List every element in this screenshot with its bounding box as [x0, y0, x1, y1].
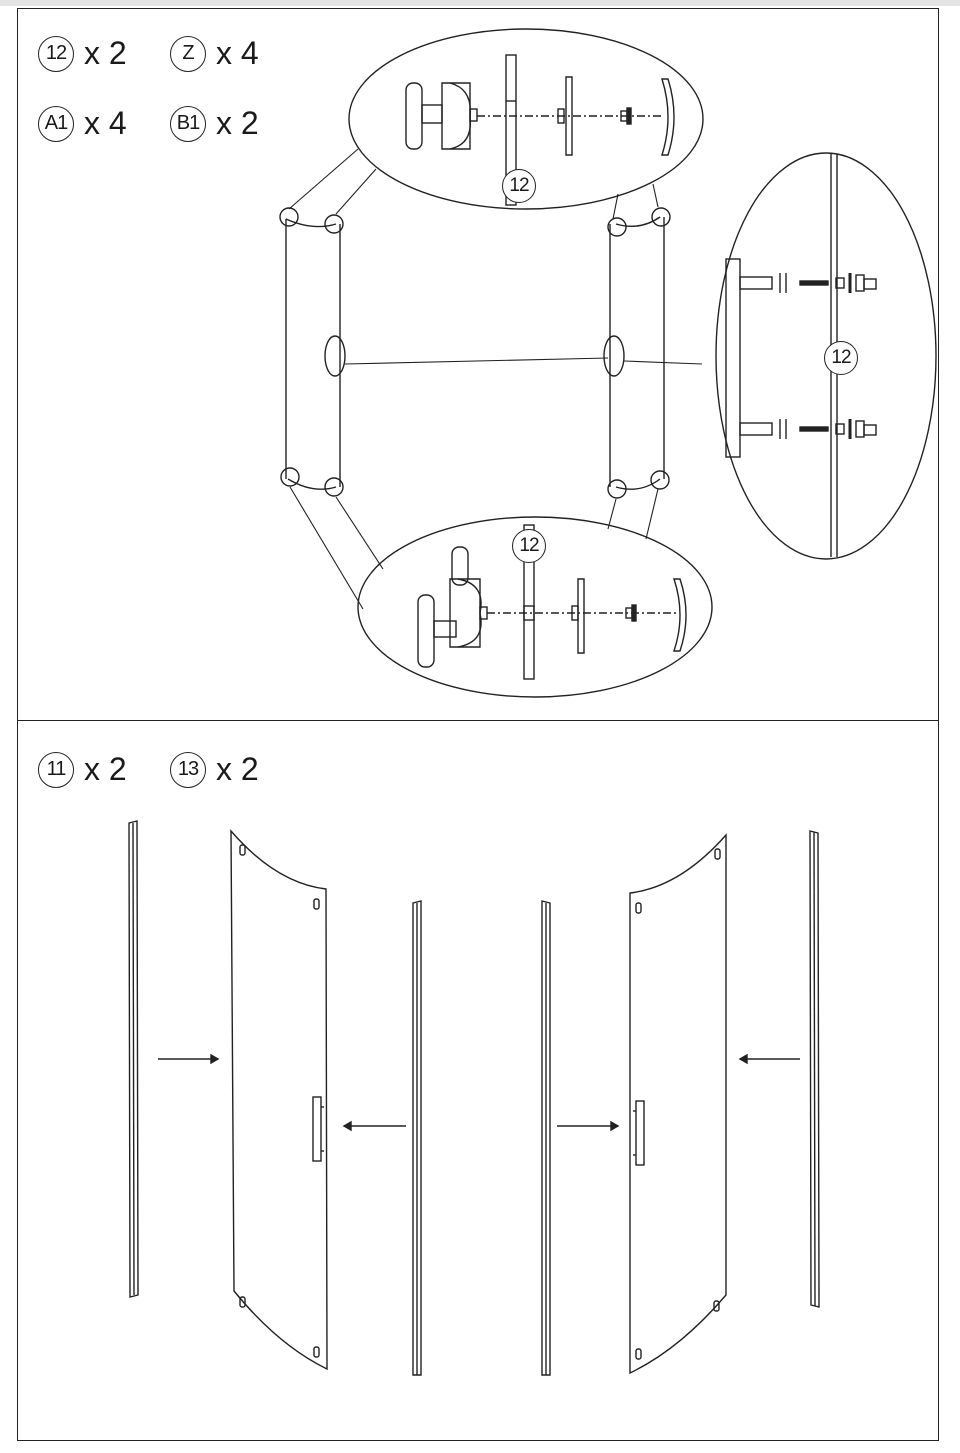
part-id-badge: A1 [38, 105, 74, 142]
arrow-left-icon [342, 1120, 406, 1132]
arrow-right-icon [158, 1053, 220, 1065]
right-glass-panel [609, 216, 665, 490]
callout-part-12-top: 12 [502, 169, 536, 203]
part-label-b1: B1 x 2 [170, 105, 259, 142]
part-label-z: Z x 4 [170, 35, 259, 72]
left-door-panel [230, 829, 328, 1371]
arrow-right-icon [557, 1120, 620, 1132]
center-right-profile [541, 900, 551, 1376]
right-door-panel [629, 833, 727, 1375]
part-id-badge: Z [170, 35, 206, 72]
part-label-11: 11 x 2 [38, 751, 127, 788]
assembly-step-profiles: 11 x 2 13 x 2 [17, 720, 939, 1441]
callout-part-12-bottom: 12 [512, 529, 546, 563]
part-quantity: x 2 [84, 751, 127, 787]
part-id-badge: 13 [170, 751, 206, 788]
callout-leader-lines [288, 148, 703, 610]
part-quantity: x 4 [84, 105, 127, 141]
right-wall-profile [809, 830, 820, 1308]
part-label-13: 13 x 2 [170, 751, 259, 788]
left-glass-panel [285, 218, 341, 490]
center-left-profile [412, 900, 422, 1376]
part-id-badge: B1 [170, 105, 206, 142]
hinge-markers [279, 207, 671, 499]
part-label-12: 12 x 2 [38, 35, 127, 72]
part-label-a1: A1 x 4 [38, 105, 127, 142]
left-wall-profile [128, 820, 139, 1298]
callout-part-12-middle: 12 [824, 341, 858, 375]
part-quantity: x 2 [84, 35, 127, 71]
part-id-badge: 12 [38, 35, 74, 72]
profile-assembly-diagram [128, 820, 820, 1376]
part-quantity: x 4 [216, 35, 259, 71]
part-quantity: x 2 [216, 751, 259, 787]
arrow-left-icon [738, 1053, 800, 1065]
bottom-hinge-detail [357, 516, 713, 698]
assembly-step-hinges: 12 x 2 Z x 4 A1 x 4 B1 x 2 12 12 12 [17, 8, 939, 721]
top-hinge-detail [348, 28, 704, 210]
part-quantity: x 2 [216, 105, 259, 141]
top-frame-strip [0, 0, 960, 6]
part-id-badge: 11 [38, 751, 74, 788]
hinge-assembly-diagram [279, 28, 937, 698]
